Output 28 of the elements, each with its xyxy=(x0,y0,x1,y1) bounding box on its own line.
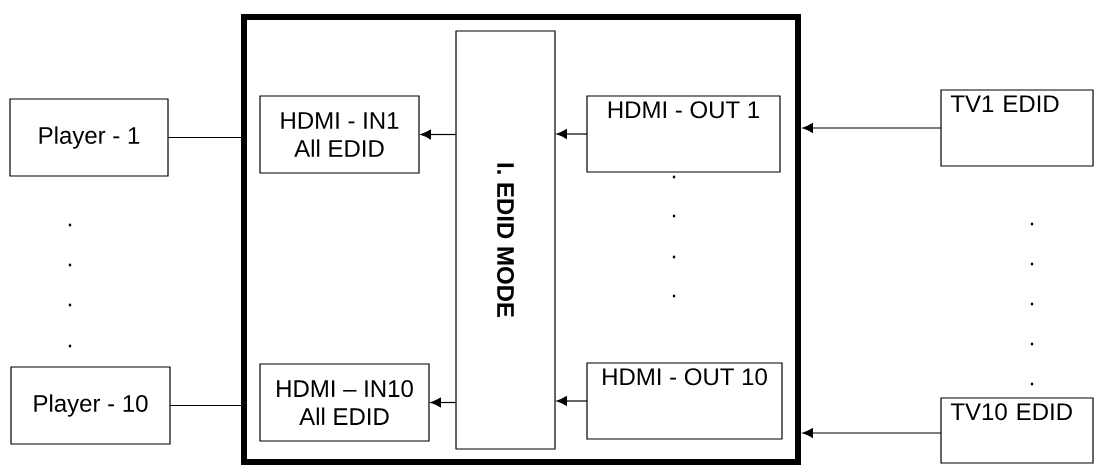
ellipsis-dot: . xyxy=(68,303,72,307)
ellipsis-dot: . xyxy=(1030,342,1034,346)
ellipsis-dot: . xyxy=(1030,262,1034,266)
ellipsis-dot: . xyxy=(1030,222,1034,226)
port-box: HDMI – IN10 All EDID xyxy=(259,363,430,442)
ellipsis-dot: . xyxy=(1030,302,1034,306)
ellipsis-dot: . xyxy=(68,223,72,227)
arrow xyxy=(802,428,942,438)
device-box: TV1 EDID xyxy=(940,89,1094,167)
ellipsis-dot: . xyxy=(672,255,676,259)
arrow xyxy=(420,129,457,140)
port-box: HDMI - OUT 1 xyxy=(586,95,781,173)
arrow xyxy=(802,123,942,133)
ellipsis-dot: . xyxy=(672,214,676,218)
device-box xyxy=(241,14,801,465)
connector-line xyxy=(169,404,242,407)
device-box: TV10 EDID xyxy=(940,397,1094,464)
connector-line xyxy=(167,136,242,139)
ellipsis-dot: . xyxy=(68,263,72,267)
arrow xyxy=(430,397,457,408)
ellipsis-dot: . xyxy=(672,294,676,298)
arrow xyxy=(556,396,588,406)
port-box: HDMI - OUT 10 xyxy=(586,362,783,440)
device-box: Player - 10 xyxy=(10,366,171,445)
device-box: Player - 1 xyxy=(9,98,169,177)
mode-block: I. EDID MODE xyxy=(455,30,556,450)
port-box: HDMI - IN1 All EDID xyxy=(259,95,420,174)
arrow xyxy=(556,129,588,139)
